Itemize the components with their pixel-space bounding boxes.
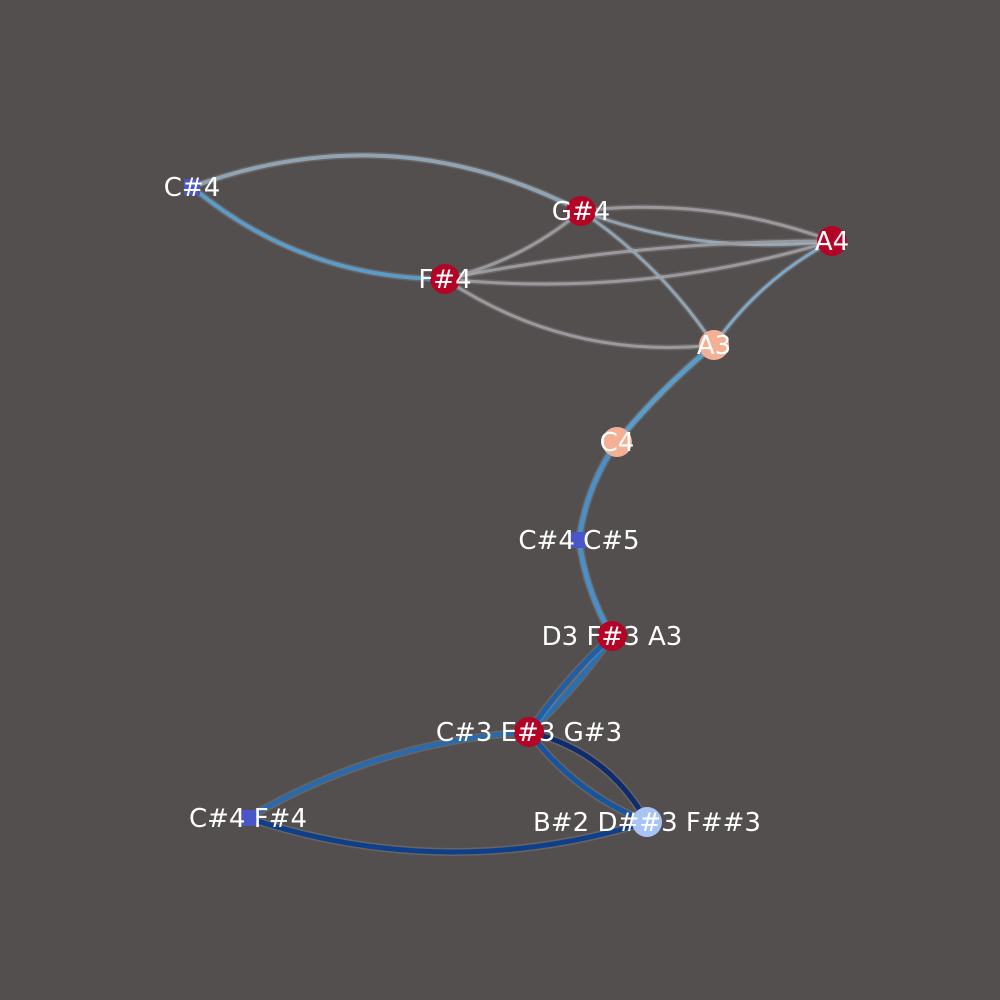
edges-layer [188,151,835,856]
node-a4[interactable] [817,226,847,256]
edge-fs4-a3 [443,277,716,349]
node-c4[interactable] [602,427,632,457]
edge-cs3es3gs3-cs4fs4 [245,729,532,821]
node-label-bs2dss3fss3: B#2 D##3 F##3 [533,808,761,838]
edge-cs4fs4-bs2dss3fss3 [245,815,650,855]
node-label-c4: C4 [600,428,635,458]
node-label-cs4fs4: C#4 F#4 [189,804,307,834]
edge-cs4_top-fs4 [190,185,447,281]
edge-gs4-a4 [579,209,834,247]
node-fs4[interactable] [430,264,460,294]
edge-glow [188,183,449,283]
node-gs4[interactable] [566,196,596,226]
node-label-gs4: G#4 [552,197,610,227]
node-label-cs4cs5: C#4 C#5 [518,526,639,556]
node-d3fs3a3[interactable] [597,621,627,651]
node-label-a4: A4 [815,227,849,257]
node-label-cs4_top: C#4 [164,173,220,203]
edge-gs4-a4 [579,205,834,243]
nodes-layer [184,179,847,837]
edge-fs4-a4 [443,239,834,286]
node-cs3es3gs3[interactable] [514,717,544,747]
node-a3[interactable] [699,330,729,360]
node-cs4_top[interactable] [184,179,200,195]
node-label-a3: A3 [697,331,731,361]
node-cs4fs4[interactable] [240,810,256,826]
edge-cs3es3gs3-bs2dss3fss3 [526,729,650,825]
edge-fs4-a4 [443,239,834,281]
node-label-cs3es3gs3: C#3 E#3 G#3 [436,718,622,748]
node-label-d3fs3a3: D3 F#3 A3 [542,622,683,652]
node-label-fs4: F#4 [418,265,471,295]
edge-cs3es3gs3-bs2dss3fss3 [526,729,650,825]
edge-cs4_top-gs4 [190,153,583,213]
edge-a4-a3 [712,239,834,347]
node-bs2dss3fss3[interactable] [632,807,662,837]
edge-gs4-a3 [579,209,716,347]
edge-a3-c4 [614,342,717,445]
edge-fs4-gs4 [443,209,583,281]
node-cs4cs5[interactable] [571,532,587,548]
